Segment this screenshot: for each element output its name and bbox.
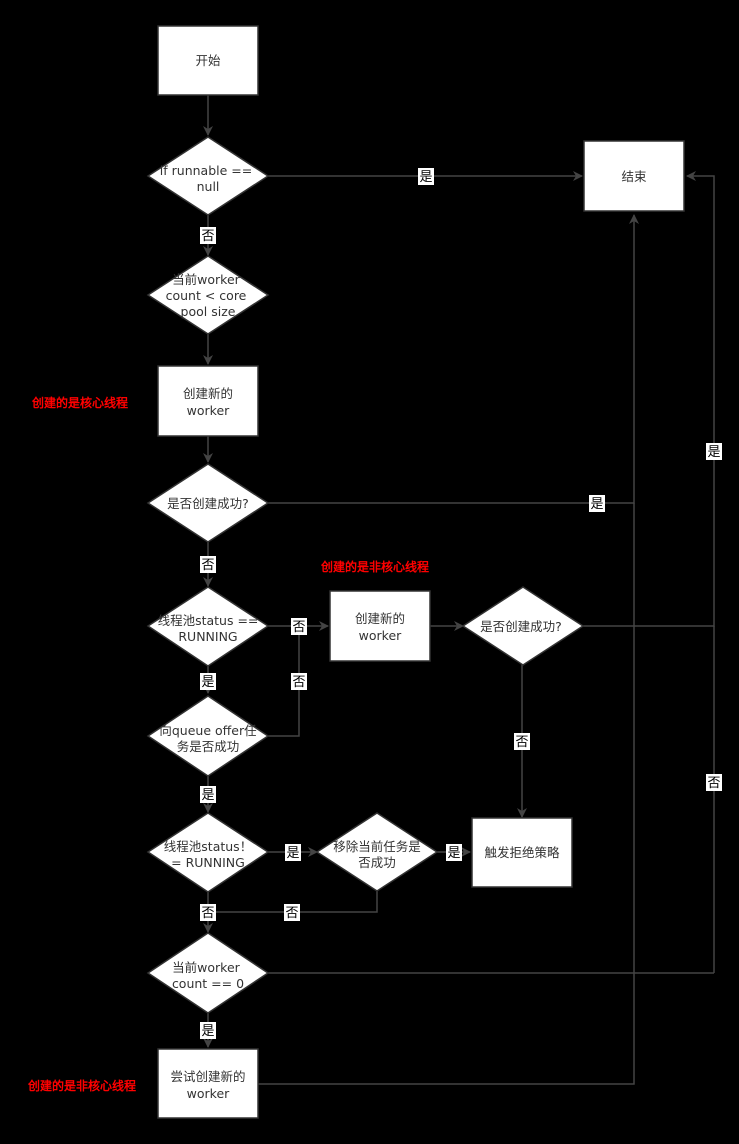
core-check-label-3: pool size [181, 304, 236, 319]
edge-try-create-to-end [258, 503, 635, 1085]
zero-count-label-2: count == 0 [172, 976, 244, 991]
success-label-1: 是否创建成功? [167, 496, 249, 511]
svg-text:否: 否 [201, 229, 214, 244]
edge-label-offer-no: 否 [291, 673, 307, 690]
svg-text:否: 否 [707, 776, 720, 791]
edge-label-offer-yes: 是 [200, 786, 216, 803]
running-label-2: RUNNING [178, 629, 237, 644]
core-check-label-1: 当前worker [172, 272, 240, 287]
svg-text:是: 是 [286, 846, 299, 861]
svg-text:是: 是 [201, 675, 214, 690]
edge-success-yes-to-end [268, 214, 639, 504]
svg-text:否: 否 [201, 906, 214, 921]
edge-remove-no-to-zero [210, 891, 378, 913]
note-noncore-thread-1: 创建的是非核心线程 [320, 559, 429, 574]
not-running-label-2: = RUNNING [171, 855, 245, 870]
edge-label-null-no: 否 [200, 227, 216, 244]
create-core-worker-box [157, 365, 259, 437]
reject-policy-box [471, 817, 573, 888]
null-check-label-1: if runnable == [160, 163, 252, 178]
edge-label-notrunning-yes: 是 [285, 844, 301, 861]
create-core-label-2: worker [187, 403, 230, 418]
edge-label-success2-no: 否 [514, 733, 530, 750]
edge-label-remove-yes: 是 [446, 844, 462, 861]
core-check-diamond [146, 255, 270, 335]
edge-label-success-no: 否 [200, 556, 216, 573]
try-create-label-1: 尝试创建新的 [170, 1069, 245, 1084]
offer-check-diamond [146, 695, 270, 777]
svg-text:否: 否 [201, 558, 214, 573]
create-core-label-1: 创建新的 [183, 386, 233, 401]
start-label: 开始 [195, 53, 221, 68]
running-label-1: 线程池status == [158, 613, 259, 628]
edge-label-notrunning-no: 否 [200, 904, 216, 921]
svg-text:否: 否 [292, 620, 305, 635]
edge-label-success-yes: 是 [589, 495, 605, 512]
try-create-worker-box [157, 1048, 259, 1119]
svg-text:是: 是 [201, 788, 214, 803]
zero-count-label-1: 当前worker [172, 960, 240, 975]
create-success-2-diamond [461, 586, 585, 666]
svg-text:是: 是 [419, 170, 432, 185]
not-running-check-diamond [146, 812, 270, 893]
edge-label-running-yes: 是 [200, 673, 216, 690]
edge-label-null-yes: 是 [418, 168, 434, 185]
create-success-diamond [146, 463, 270, 543]
null-check-diamond [146, 136, 270, 216]
end-box [583, 140, 685, 212]
edge-label-zero-no: 否 [706, 774, 722, 791]
svg-text:是: 是 [201, 1024, 214, 1039]
edge-offer-no-to-create-noncore [268, 626, 300, 737]
create-noncore-label-1: 创建新的 [355, 611, 405, 626]
create-noncore-worker-box [329, 590, 431, 662]
svg-text:是: 是 [590, 497, 603, 512]
note-core-thread: 创建的是核心线程 [31, 395, 128, 410]
running-check-diamond [146, 586, 270, 667]
end-label: 结束 [621, 169, 647, 184]
remove-label-1: 移除当前任务是 [333, 839, 421, 854]
svg-text:否: 否 [292, 675, 305, 690]
edge-label-remove-no: 否 [284, 904, 300, 921]
svg-text:否: 否 [285, 906, 298, 921]
success-2-label-1: 是否创建成功? [480, 619, 562, 634]
create-noncore-label-2: worker [359, 628, 402, 643]
null-check-label-2: null [197, 179, 220, 194]
offer-label-1: 向queue offer任 [159, 723, 256, 738]
edge-label-success2-yes: 是 [706, 443, 722, 460]
edge-success2-yes-to-end [583, 171, 715, 627]
remove-label-2: 否成功 [358, 855, 396, 870]
svg-text:是: 是 [707, 445, 720, 460]
edge-label-zero-yes: 是 [200, 1022, 216, 1039]
not-running-label-1: 线程池status！ [164, 839, 252, 854]
start-box [157, 25, 259, 96]
edge-label-running-no: 否 [291, 618, 307, 635]
core-check-label-2: count < core [166, 288, 247, 303]
try-create-label-2: worker [187, 1086, 230, 1101]
offer-label-2: 务是否成功 [177, 739, 240, 754]
note-noncore-thread-2: 创建的是非核心线程 [27, 1078, 136, 1093]
svg-text:是: 是 [447, 846, 460, 861]
remove-task-diamond [315, 812, 439, 892]
svg-text:否: 否 [515, 735, 528, 750]
reject-label: 触发拒绝策略 [484, 845, 560, 860]
zero-count-diamond [146, 932, 270, 1014]
